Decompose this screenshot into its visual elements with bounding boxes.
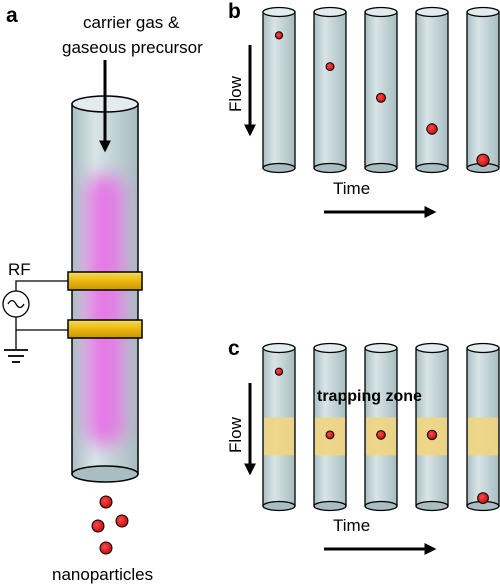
nanoparticle — [99, 541, 113, 555]
tube — [364, 342, 398, 512]
nanoparticle — [99, 495, 113, 509]
tube — [466, 6, 500, 174]
panel-c: c Flow trapping zone Time — [226, 337, 500, 555]
particle — [325, 62, 335, 72]
time-label-b: Time — [333, 179, 370, 198]
tube — [313, 6, 347, 174]
tube — [466, 342, 500, 512]
panel-b: b Flow Time — [226, 0, 500, 218]
particle — [426, 429, 438, 441]
flow-label-b: Flow — [226, 75, 245, 112]
rf-circuit — [2, 280, 68, 363]
tube — [415, 6, 449, 174]
electrode-top — [67, 271, 143, 291]
tube — [262, 342, 296, 512]
particle — [426, 123, 438, 135]
trapping-zone — [468, 417, 498, 456]
panel-a: a carrier gas & gaseous precursor RF — [2, 4, 203, 584]
particle — [476, 153, 490, 167]
particle — [477, 492, 489, 505]
tube-series-c — [262, 342, 500, 512]
tube — [262, 6, 296, 174]
particle — [376, 92, 386, 103]
nanoparticle — [115, 514, 129, 528]
particle — [274, 31, 284, 40]
tube — [313, 342, 347, 512]
panel-a-label: a — [6, 4, 18, 27]
electrode-bottom — [67, 319, 143, 339]
particle — [325, 430, 335, 440]
tube-series-b — [262, 6, 500, 174]
nanoparticle-cluster — [91, 495, 129, 555]
tube — [415, 342, 449, 512]
tube — [364, 6, 398, 174]
panel-c-label: c — [228, 337, 240, 360]
trapping-zone — [264, 417, 294, 456]
plasma-glow — [86, 175, 124, 445]
inlet-label-line1: carrier gas & — [83, 13, 180, 32]
inlet-label-line2: gaseous precursor — [62, 38, 203, 57]
rf-label: RF — [8, 260, 31, 279]
nanoparticle — [91, 519, 105, 533]
flow-label-c: Flow — [226, 416, 245, 453]
panel-b-label: b — [228, 0, 241, 23]
particle — [376, 430, 386, 440]
time-label-c: Time — [333, 516, 370, 535]
trapping-zone-label: trapping zone — [317, 388, 422, 405]
nanoparticles-label: nanoparticles — [52, 565, 153, 584]
particle — [274, 367, 284, 376]
